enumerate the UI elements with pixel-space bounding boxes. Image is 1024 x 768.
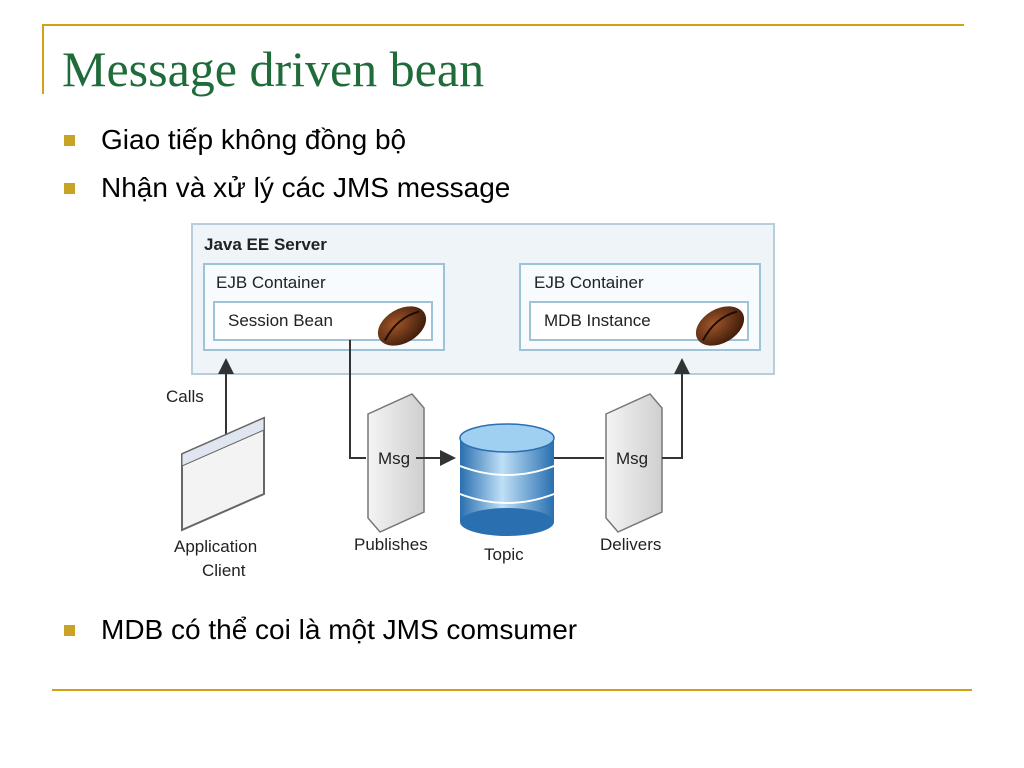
slide-title: Message driven bean <box>62 41 485 97</box>
bullet-square-icon <box>64 624 75 636</box>
calls-label: Calls <box>166 387 204 406</box>
app-client-label: Application <box>174 537 257 556</box>
server-label: Java EE Server <box>204 235 327 254</box>
message-document-icon <box>605 393 663 533</box>
right-ejb-container: EJB Container MDB Instance <box>519 263 761 351</box>
mdb-instance-label: MDB Instance <box>544 311 651 330</box>
coffee-bean-icon <box>377 306 427 346</box>
frame-top-rule <box>42 24 964 26</box>
delivers-label: Delivers <box>600 535 661 554</box>
bullet-square-icon <box>64 134 75 146</box>
bullet-square-icon <box>64 182 75 194</box>
right-container-label: EJB Container <box>534 273 644 292</box>
session-bean-label: Session Bean <box>228 311 333 330</box>
left-ejb-container: EJB Container Session Bean <box>203 263 445 351</box>
left-container-label: EJB Container <box>216 273 326 292</box>
mdb-architecture-diagram: Java EE Server EJB Container Session Bea… <box>166 223 775 580</box>
frame-left-rule <box>42 24 44 94</box>
frame-bottom-rule <box>52 689 972 691</box>
deliver-arrow <box>662 358 690 459</box>
msg-left-label: Msg <box>378 449 410 468</box>
bullet-item: Giao tiếp không đồng bộ <box>64 124 406 156</box>
application-client-window-icon <box>181 416 265 532</box>
message-document-icon <box>367 393 425 533</box>
bullet-text: Nhận và xử lý các JMS message <box>101 172 511 203</box>
topic-database-icon <box>459 423 555 536</box>
session-bean-connector <box>349 340 366 459</box>
app-client-label: Client <box>202 561 246 580</box>
publishes-label: Publishes <box>354 535 428 554</box>
coffee-bean-icon <box>695 306 745 346</box>
bullet-text: Giao tiếp không đồng bộ <box>101 124 407 155</box>
bullet-item: MDB có thể coi là một JMS comsumer <box>64 614 577 646</box>
topic-label: Topic <box>484 545 524 564</box>
bullet-text: MDB có thể coi là một JMS comsumer <box>101 614 578 645</box>
msg-right-label: Msg <box>616 449 648 468</box>
bullet-item: Nhận và xử lý các JMS message <box>64 172 510 204</box>
